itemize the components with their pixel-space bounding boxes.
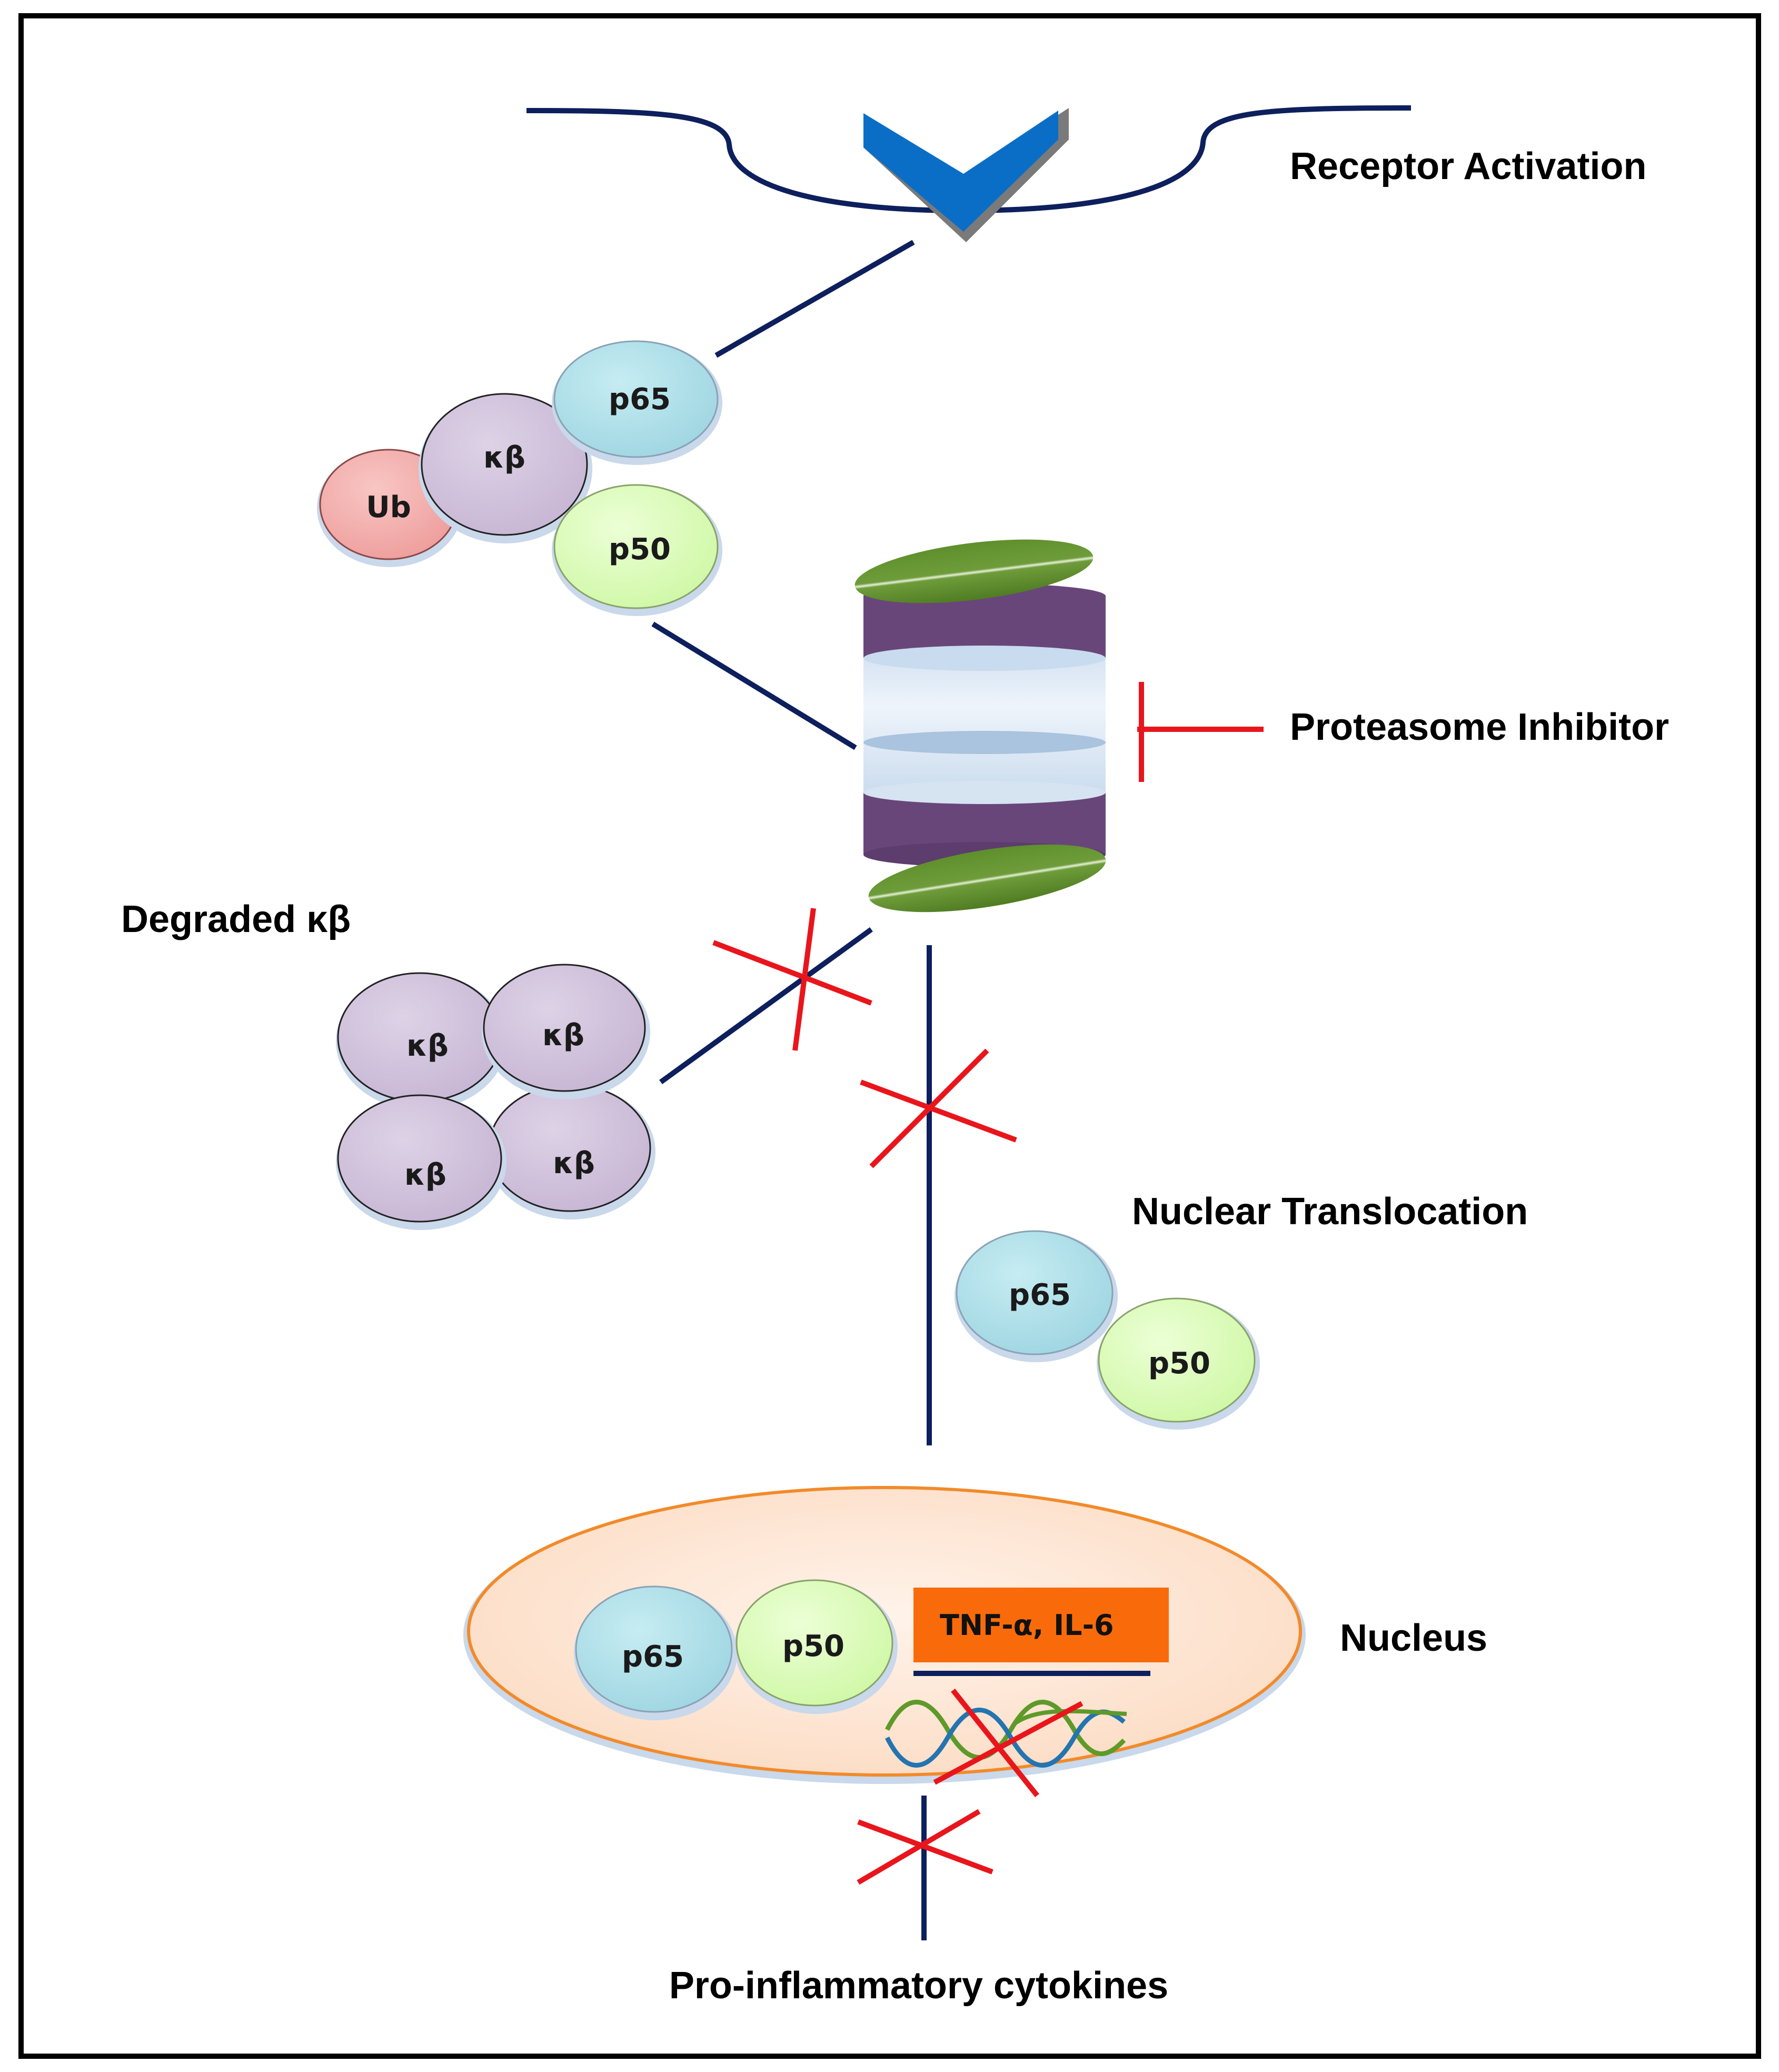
p50-unit [1097, 1297, 1260, 1430]
degraded-kb-unit [336, 972, 506, 1110]
p65-unit [955, 1230, 1118, 1362]
p50-unit [734, 1579, 898, 1714]
gene-box: TNF-α, IL-6 [913, 1588, 1169, 1662]
degraded-kb-text: κβ [404, 1158, 446, 1192]
proteasome-icon [854, 539, 1106, 913]
p50-unit [552, 484, 722, 616]
kb-unit [419, 393, 592, 543]
translocating-dimer: p65 p50 [955, 1230, 1260, 1430]
p50-label: p50 [1148, 1346, 1210, 1381]
degraded-kb-cluster: κβ κβ κβ κβ [336, 964, 655, 1230]
degradation-block-x [712, 908, 872, 1051]
p65-unit [574, 1585, 737, 1720]
p65-label: p65 [609, 382, 671, 417]
degraded-kb-text: κβ [542, 1018, 584, 1053]
ikb-complex: Ub κβ p65 p50 [317, 340, 722, 616]
ub-label: Ub [366, 490, 411, 524]
dna-strand-icon [884, 1700, 1127, 1768]
degraded-kb-label: Degraded κβ [121, 898, 351, 940]
kb-label: κβ [483, 441, 525, 475]
to-proteasome-arrow [651, 621, 857, 750]
p65-unit [552, 340, 722, 465]
gene-box-label: TNF-α, IL-6 [940, 1609, 1114, 1642]
figure-frame [18, 13, 1761, 2059]
nuclear-translocation-label: Nuclear Translocation [1132, 1191, 1528, 1233]
p50-label: p50 [609, 532, 671, 567]
degraded-kb-unit [336, 1094, 506, 1230]
degraded-kb-text: κβ [553, 1146, 595, 1181]
degraded-kb-text: κβ [406, 1029, 449, 1063]
cytokines-label: Pro-inflammatory cytokines [669, 1965, 1168, 2007]
degraded-kb-unit [482, 964, 650, 1099]
receptor-activation-label: Receptor Activation [1290, 145, 1646, 187]
inhibition-symbol [1137, 682, 1264, 782]
nucleus-label: Nucleus [1340, 1617, 1487, 1659]
receptor-icon [863, 108, 1069, 242]
cytokine-block-x [857, 1809, 993, 1885]
degradation-arrow [659, 927, 873, 1085]
p50-label: p50 [782, 1629, 844, 1663]
transcription-block-x [933, 1688, 1084, 1798]
nuclear-dimer: p65 p50 [574, 1579, 898, 1720]
p65-label: p65 [1009, 1278, 1071, 1312]
proteasome-inhibitor-label: Proteasome Inhibitor [1290, 706, 1669, 748]
translocation-block-x [860, 1048, 1017, 1168]
p65-label: p65 [622, 1640, 684, 1674]
activation-arrow [714, 240, 915, 358]
